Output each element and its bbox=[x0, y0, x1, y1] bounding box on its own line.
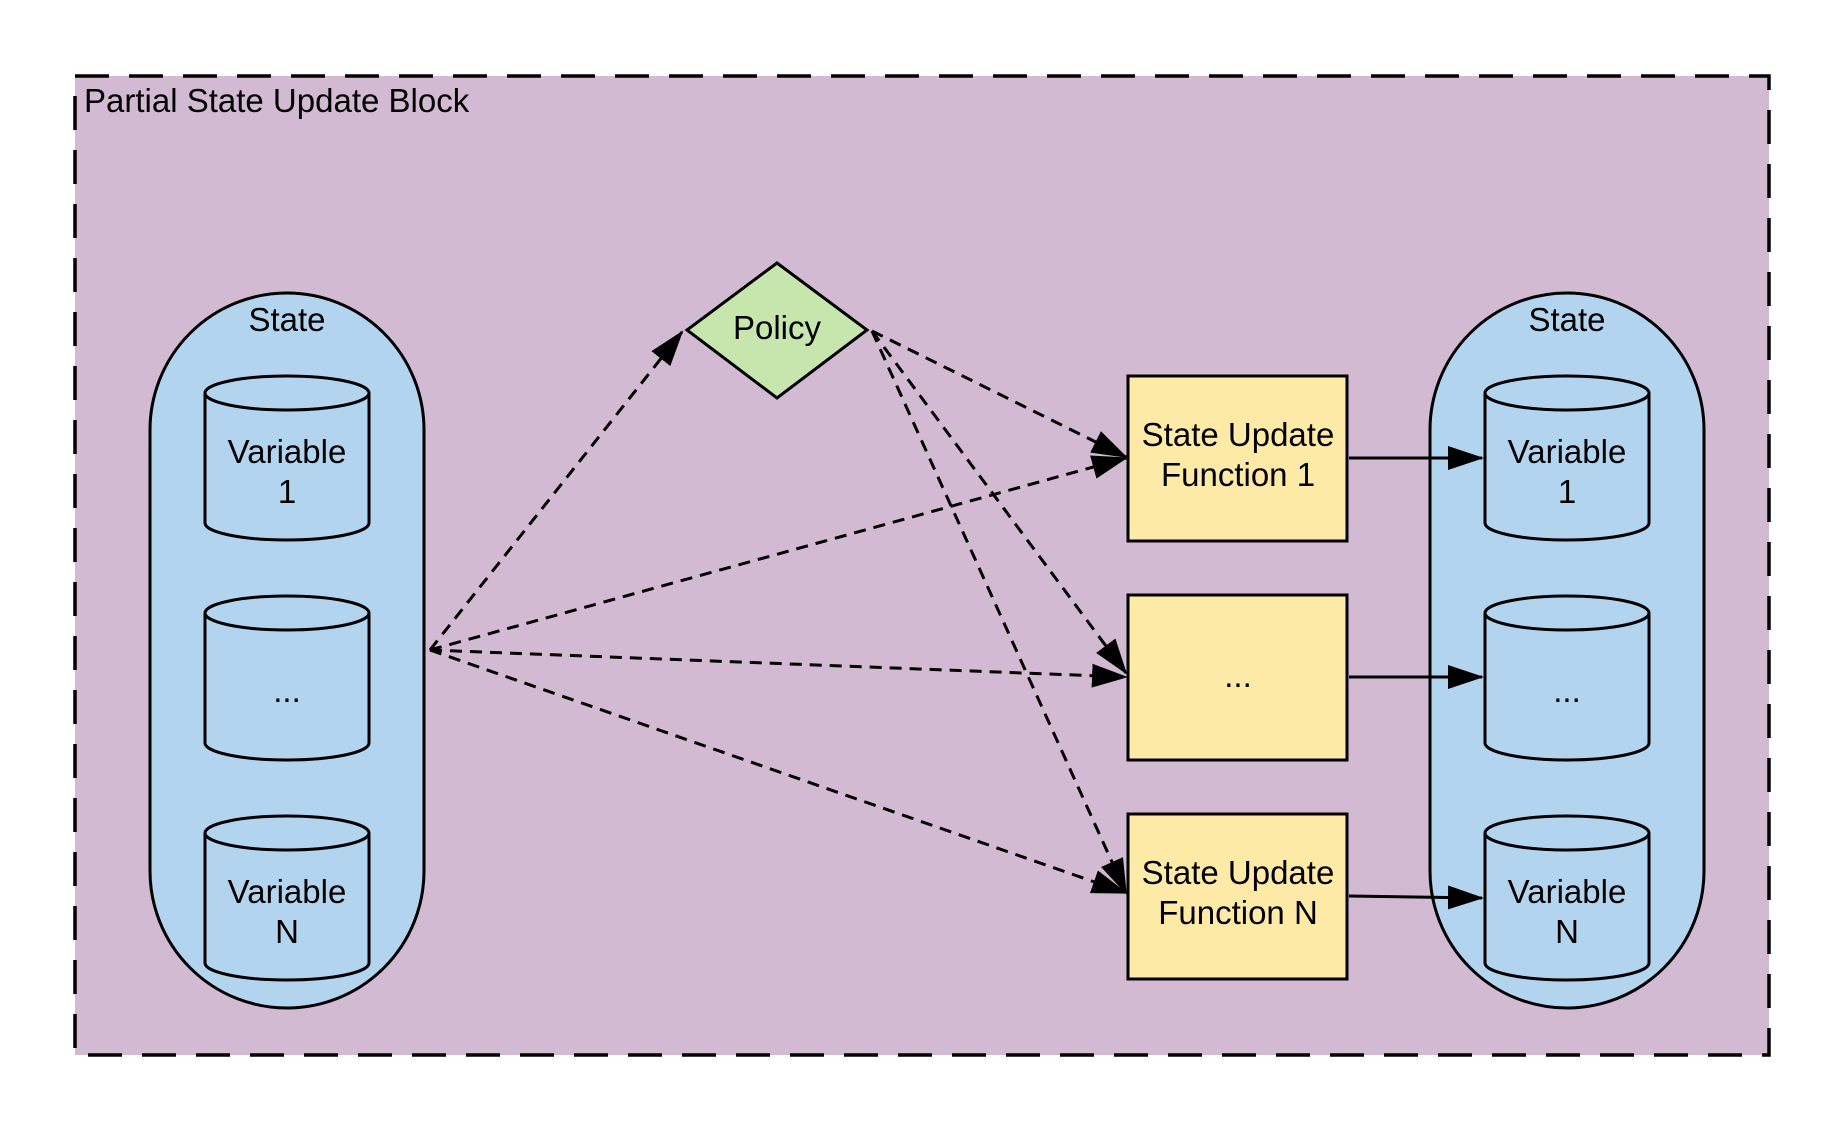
cylinder-top bbox=[1483, 374, 1651, 412]
block-title: Partial State Update Block bbox=[84, 82, 470, 119]
variable-label: ... bbox=[273, 672, 301, 709]
function-box bbox=[1126, 374, 1349, 543]
variable-label: ... bbox=[1553, 672, 1581, 709]
function-node-3: State Update Function N bbox=[1126, 812, 1349, 981]
cylinder-body bbox=[1483, 613, 1651, 762]
cylinder-body bbox=[203, 613, 371, 762]
variable-index: N bbox=[275, 913, 299, 950]
variable-index: 1 bbox=[278, 473, 296, 510]
cylinder-body bbox=[1483, 393, 1651, 542]
edge-policy-to-function-3 bbox=[870, 330, 1128, 895]
function-label: State Update bbox=[1142, 416, 1335, 453]
state-left-variable-1: Variable 1 bbox=[203, 374, 371, 542]
cylinder-top bbox=[1483, 814, 1651, 852]
cylinder-top bbox=[203, 814, 371, 852]
variable-label: Variable bbox=[228, 433, 347, 470]
function-label: ... bbox=[1224, 657, 1252, 694]
policy-connectors bbox=[870, 329, 1128, 895]
policy-diamond bbox=[684, 261, 870, 400]
edge-state-to-function-1 bbox=[429, 455, 1128, 652]
variable-index: N bbox=[1555, 913, 1579, 950]
cylinder-body bbox=[203, 393, 371, 542]
cylinder-body bbox=[1483, 833, 1651, 982]
state-connectors bbox=[428, 330, 1128, 895]
state-right-variable-3: Variable N bbox=[1483, 814, 1651, 982]
cylinder-body bbox=[203, 833, 371, 982]
variable-label: Variable bbox=[1508, 873, 1627, 910]
edge-state-to-policy bbox=[428, 330, 684, 651]
state-left-variable-2: ... bbox=[203, 594, 371, 762]
function-box bbox=[1126, 812, 1349, 981]
edge-policy-to-function-1 bbox=[871, 329, 1128, 459]
cylinder-top bbox=[1483, 594, 1651, 632]
state-right: State Variable 1 ... Variable N bbox=[1428, 291, 1706, 1010]
cylinder-top bbox=[203, 374, 371, 412]
edge-function-3-to-variable-3 bbox=[1348, 885, 1484, 910]
edge-state-to-function-3 bbox=[429, 648, 1128, 895]
update-connectors bbox=[1348, 446, 1484, 910]
variable-label: Variable bbox=[1508, 433, 1627, 470]
variable-label: Variable bbox=[228, 873, 347, 910]
function-node-1: State Update Function 1 bbox=[1126, 374, 1349, 543]
state-left-variable-3: Variable N bbox=[203, 814, 371, 982]
edge-state-to-function-2 bbox=[429, 648, 1128, 688]
function-node-2: ... bbox=[1126, 593, 1349, 762]
state-left: State Variable 1 ... Variable N bbox=[148, 291, 426, 1010]
function-box bbox=[1126, 593, 1349, 762]
state-left-label: State bbox=[248, 301, 325, 338]
state-right-label: State bbox=[1528, 301, 1605, 338]
cylinder-top bbox=[203, 594, 371, 632]
policy-node: Policy bbox=[684, 261, 870, 400]
state-right-variable-2: ... bbox=[1483, 594, 1651, 762]
function-label: State Update bbox=[1142, 854, 1335, 891]
state-right-variable-1: Variable 1 bbox=[1483, 374, 1651, 542]
edge-policy-to-function-2 bbox=[870, 330, 1128, 675]
variable-index: 1 bbox=[1558, 473, 1576, 510]
function-label-line2: Function N bbox=[1158, 894, 1318, 931]
policy-label: Policy bbox=[733, 309, 822, 346]
function-label-line2: Function 1 bbox=[1161, 456, 1315, 493]
